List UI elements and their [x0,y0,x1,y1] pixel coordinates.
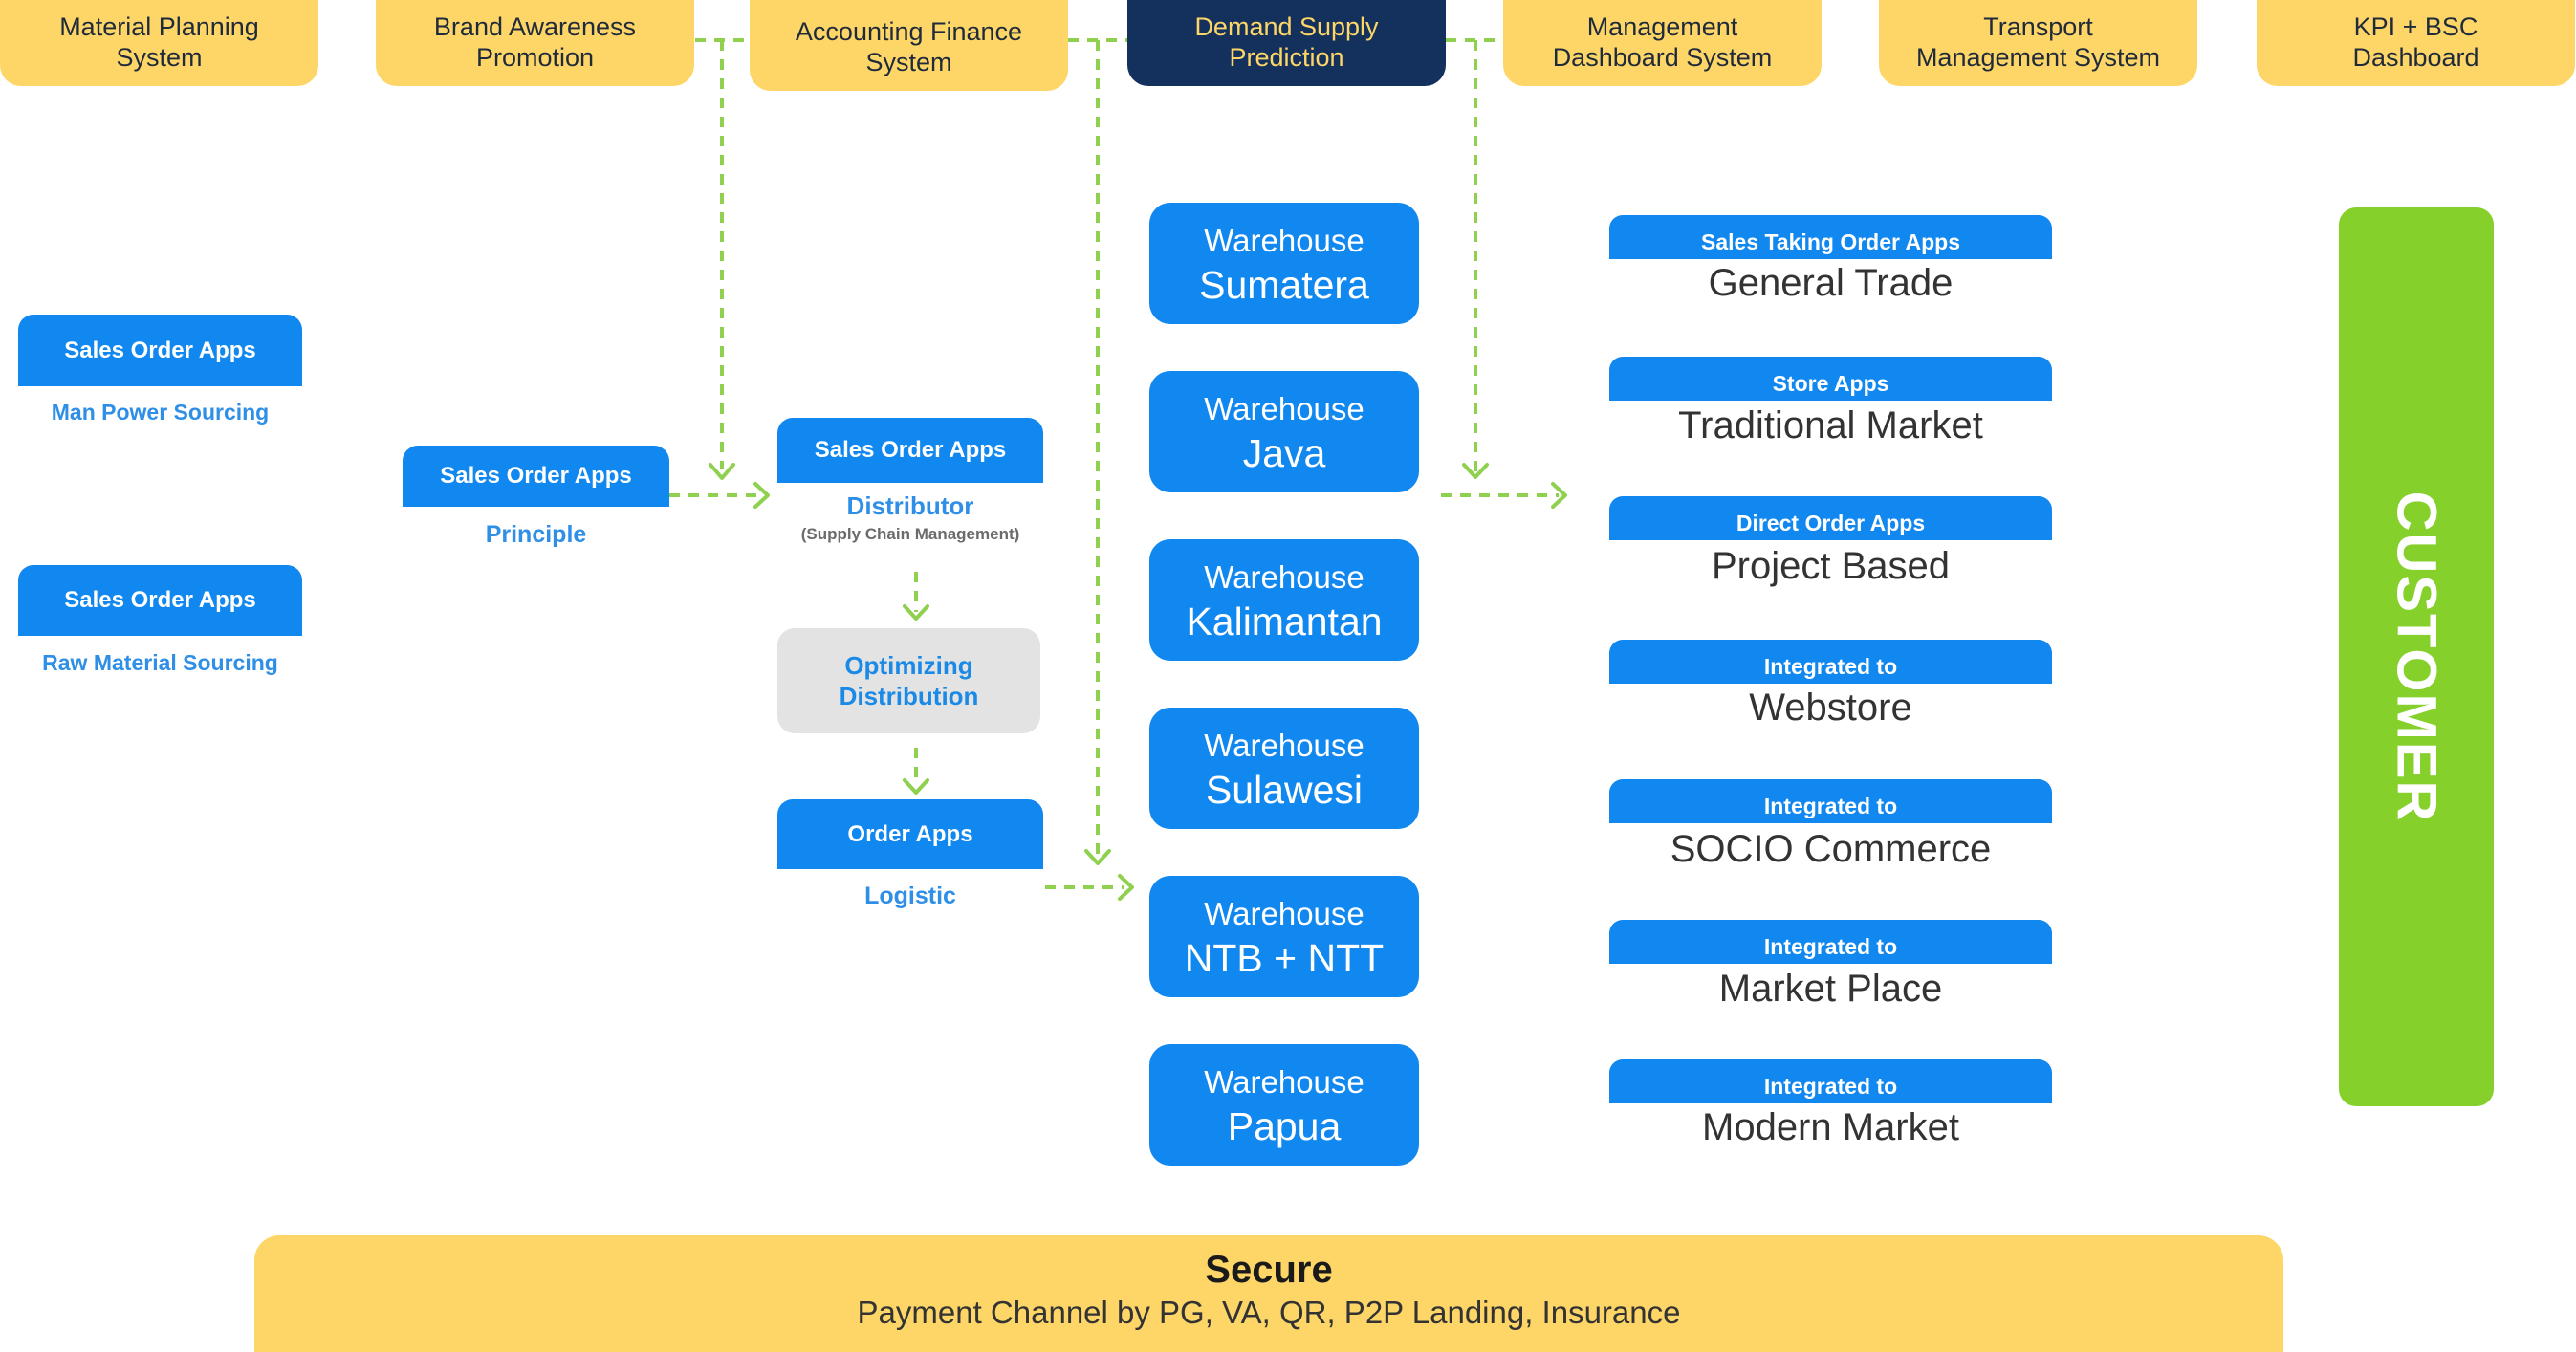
arrowhead-channels [1551,482,1567,509]
secure-title: Secure [1205,1249,1333,1291]
warehouse-region: Papua [1227,1103,1342,1148]
secure-subtitle: Payment Channel by PG, VA, QR, P2P Landi… [857,1295,1681,1330]
channel-modern-market-title: Modern Market [1702,1106,1959,1148]
arrowhead-principle [709,463,735,480]
secure-payment-bar[interactable]: Secure Payment Channel by PG, VA, QR, P2… [254,1235,2283,1352]
top-system-transport-management[interactable]: Transport Management System [1879,0,2197,86]
channel-general-trade-tab[interactable]: Sales Taking Order Apps [1609,215,2052,259]
arrowhead-management [1462,463,1489,479]
top-system-management-dashboard[interactable]: Management Dashboard System [1503,0,1822,86]
arrowhead-ntb [1084,849,1111,865]
optimizing-distribution-box[interactable]: Optimizing Distribution [777,628,1040,733]
customer-label: CUSTOMER [2385,491,2448,823]
channel-webstore-title: Webstore [1749,687,1912,729]
warehouse-prefix: Warehouse [1204,727,1364,763]
warehouse-ntb-ntt[interactable]: Warehouse NTB + NTT [1149,876,1419,997]
warehouse-kalimantan[interactable]: Warehouse Kalimantan [1149,539,1419,661]
top-system-material-planning[interactable]: Material Planning System [0,0,318,86]
logistic-label: Logistic [864,883,956,909]
warehouse-sumatera[interactable]: Warehouse Sumatera [1149,203,1419,324]
top-system-brand-awareness[interactable]: Brand Awareness Promotion [376,0,694,86]
warehouse-prefix: Warehouse [1204,895,1364,931]
warehouse-prefix: Warehouse [1204,390,1364,426]
warehouse-prefix: Warehouse [1204,558,1364,595]
arrowhead-warehouse [1118,874,1134,901]
sourcing-man-power-label: Man Power Sourcing [51,400,270,425]
warehouse-papua[interactable]: Warehouse Papua [1149,1044,1419,1166]
distributor-tab[interactable]: Sales Order Apps [777,418,1043,483]
warehouse-sulawesi[interactable]: Warehouse Sulawesi [1149,708,1419,829]
channel-traditional-market-tab[interactable]: Store Apps [1609,357,2052,401]
channel-socio-commerce-tab[interactable]: Integrated to [1609,779,2052,823]
principle-tab[interactable]: Sales Order Apps [403,446,669,507]
warehouse-region: Sumatera [1199,262,1369,307]
sourcing-man-power-tab[interactable]: Sales Order Apps [18,315,302,386]
channel-traditional-market-title: Traditional Market [1678,404,1983,447]
warehouse-region: Java [1242,430,1326,475]
channel-project-based-title: Project Based [1711,545,1951,587]
channel-webstore-tab[interactable]: Integrated to [1609,640,2052,684]
warehouse-region: Sulawesi [1205,767,1364,812]
arrowhead-order [903,778,929,795]
logistic-order-apps-tab[interactable]: Order Apps [777,799,1043,869]
channel-socio-commerce-title: SOCIO Commerce [1670,828,1992,870]
arrowhead-distributor [753,482,770,509]
warehouse-java[interactable]: Warehouse Java [1149,371,1419,492]
warehouse-region: NTB + NTT [1184,935,1385,980]
arrowhead-optimizing [903,604,929,621]
top-system-accounting-finance[interactable]: Accounting Finance System [750,0,1068,91]
channel-market-place-tab[interactable]: Integrated to [1609,920,2052,964]
distributor-note: (Supply Chain Management) [800,525,1020,543]
top-system-kpi-bsc[interactable]: KPI + BSC Dashboard [2257,0,2575,86]
customer-bar[interactable]: CUSTOMER [2339,207,2494,1106]
warehouse-prefix: Warehouse [1204,1063,1364,1100]
principle-label: Principle [485,521,587,548]
top-system-demand-supply[interactable]: Demand Supply Prediction [1127,0,1446,86]
channel-project-based-tab[interactable]: Direct Order Apps [1609,496,2052,540]
sourcing-raw-material-label: Raw Material Sourcing [42,650,278,675]
sourcing-raw-material-tab[interactable]: Sales Order Apps [18,565,302,636]
distributor-label: Distributor [846,491,974,520]
warehouse-prefix: Warehouse [1204,222,1364,258]
channel-market-place-title: Market Place [1718,968,1943,1010]
channel-modern-market-tab[interactable]: Integrated to [1609,1059,2052,1103]
warehouse-region: Kalimantan [1186,599,1383,643]
channel-general-trade-title: General Trade [1708,262,1954,304]
